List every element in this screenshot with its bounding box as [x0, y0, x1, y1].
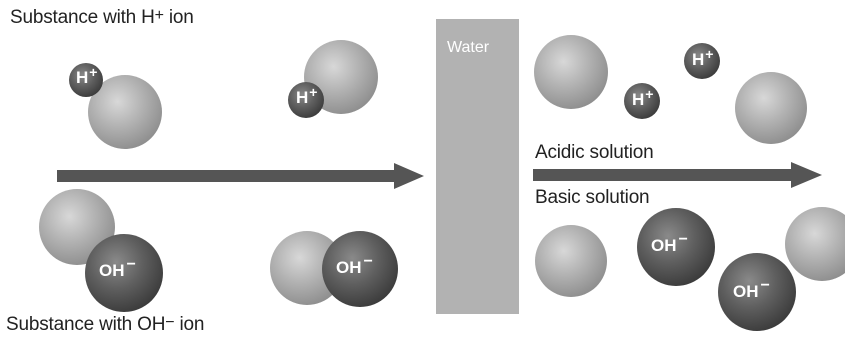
neutral-sphere: [735, 72, 807, 144]
basic-solution-label: Basic solution: [535, 187, 650, 208]
h-ion-sphere: [624, 83, 660, 119]
h-ion-label: H+: [692, 46, 714, 69]
h-ion-label: H+: [76, 64, 98, 87]
h-ion-label: H+: [632, 86, 654, 109]
water-label: Water: [447, 39, 490, 56]
neutral-sphere: [785, 207, 845, 281]
oh-substance-label: Substance with OH− ion: [6, 314, 205, 335]
water-bar: [436, 19, 519, 314]
oh-ion-label: OH−: [99, 256, 136, 280]
h-substance-label: Substance with H+ ion: [10, 7, 194, 28]
neutral-sphere: [535, 225, 607, 297]
oh-ion-sphere: [718, 253, 796, 331]
acidic-solution-label: Acidic solution: [535, 142, 654, 163]
left-arrow: [57, 163, 424, 189]
oh-ion-label: OH−: [336, 253, 373, 277]
neutral-sphere: [534, 35, 608, 109]
neutral-sphere: [88, 75, 162, 149]
oh-ion-sphere: [85, 234, 163, 312]
h-ion-sphere: [684, 43, 720, 79]
oh-ion-sphere: [637, 208, 715, 286]
neutral-sphere: [270, 231, 344, 305]
h-ion-label: H+: [296, 84, 318, 107]
oh-ion-label: OH−: [651, 231, 688, 255]
h-ion-sphere: [69, 63, 103, 97]
right-arrow: [533, 162, 822, 188]
oh-ion-label: OH−: [733, 277, 770, 301]
h-ion-sphere: [288, 82, 324, 118]
oh-ion-sphere: [322, 231, 398, 307]
